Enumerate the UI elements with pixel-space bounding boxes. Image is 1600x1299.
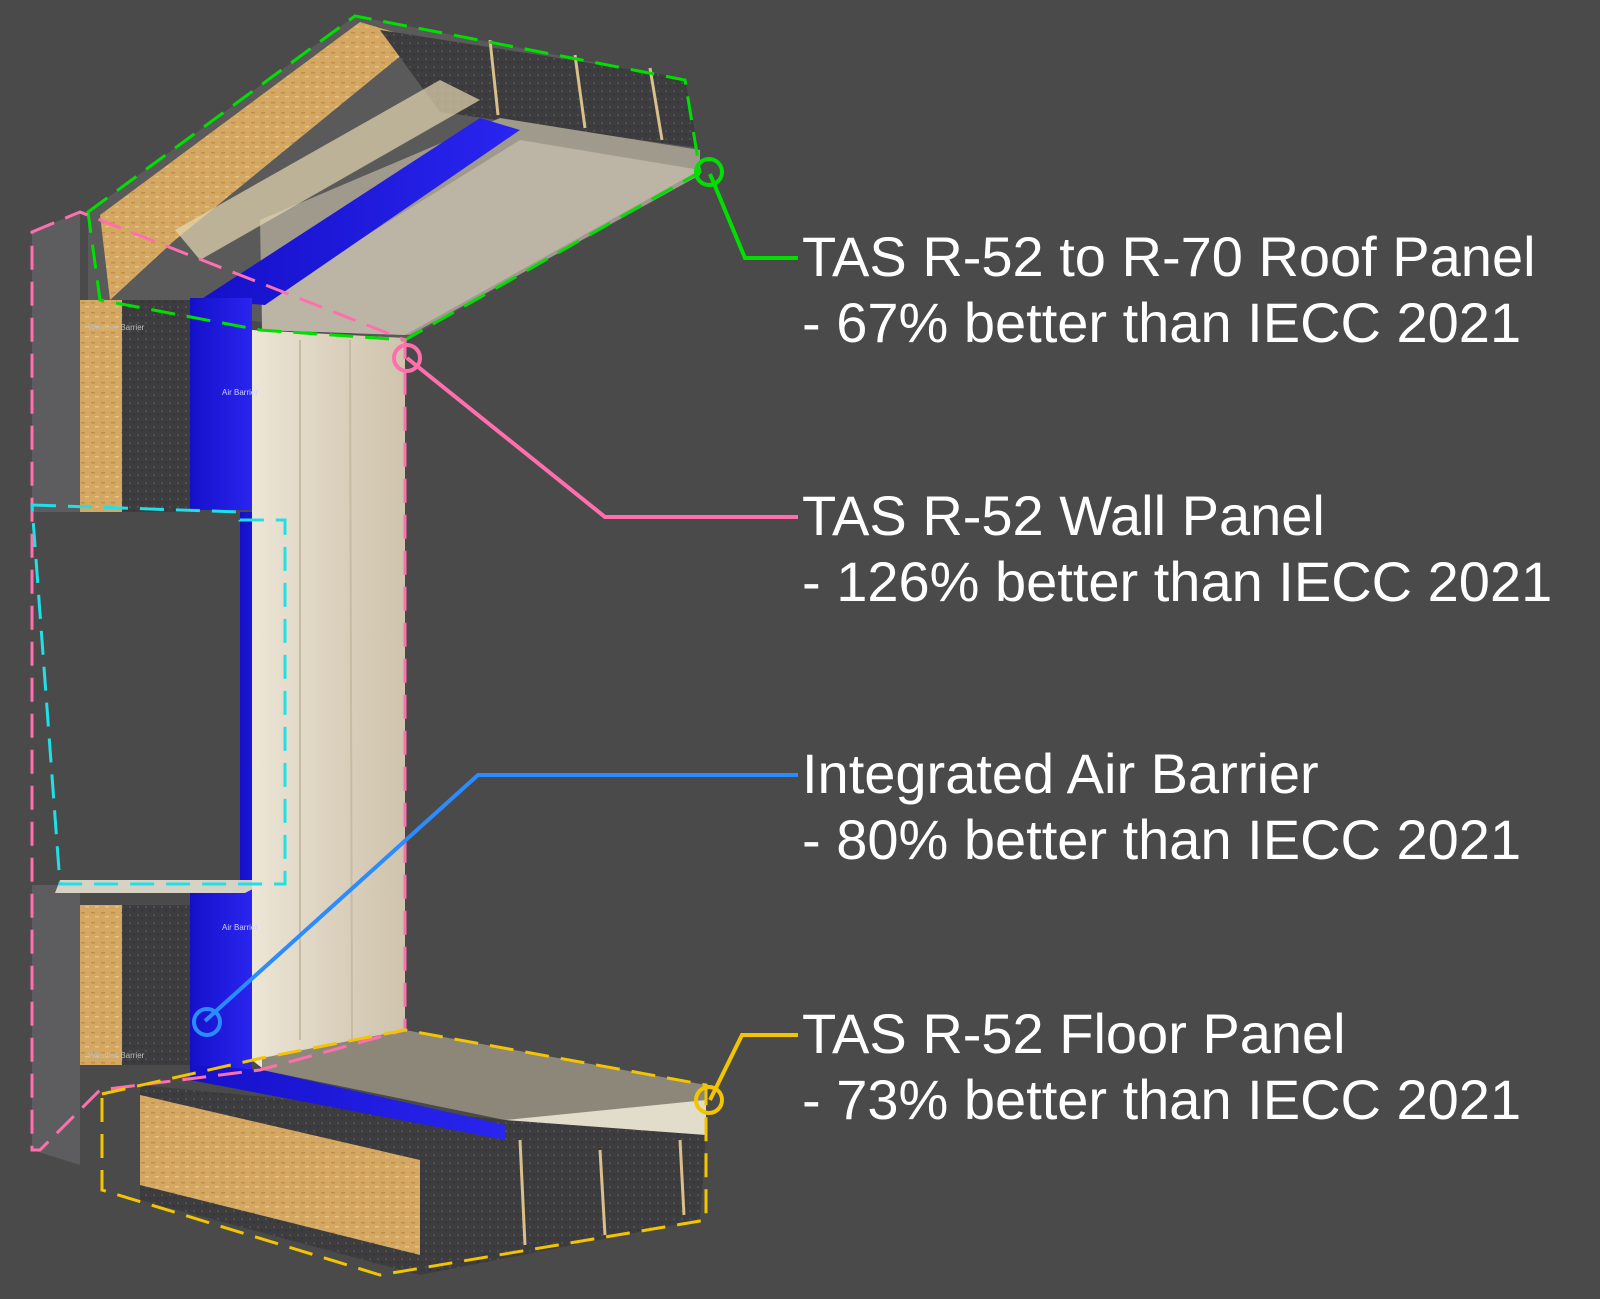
air-barrier-text: Air Barrier — [222, 388, 258, 397]
roof-marker — [694, 157, 724, 187]
wall-callout-title: TAS R-52 Wall Panel — [802, 484, 1325, 547]
roof-callout-title: TAS R-52 to R-70 Roof Panel — [802, 225, 1536, 288]
weather-barrier-text: Weather Barrier — [88, 323, 145, 332]
roof-leader-line — [708, 173, 798, 260]
wall-callout: TAS R-52 Wall Panel - 126% better than I… — [802, 483, 1552, 615]
floor-leader-line — [708, 1033, 798, 1101]
air-barrier-callout-title: Integrated Air Barrier — [802, 742, 1319, 805]
wall-marker — [392, 343, 422, 373]
weather-barrier-text: Weather Barrier — [88, 1051, 145, 1060]
air-barrier-callout: Integrated Air Barrier - 80% better than… — [802, 741, 1521, 873]
leader-lines — [203, 173, 798, 1101]
floor-callout-title: TAS R-52 Floor Panel — [802, 1002, 1346, 1065]
upper-wall-layers — [32, 212, 252, 512]
callout-markers — [192, 157, 724, 1115]
wall-leader-line — [405, 356, 798, 519]
roof-callout-subtitle: - 67% better than IECC 2021 — [802, 291, 1522, 354]
air-barrier-marker — [192, 1007, 222, 1037]
floor-panel — [140, 1030, 706, 1275]
roof-outline — [86, 14, 702, 342]
membrane-labels: Air Barrier Air Barrier Weather Barrier … — [88, 323, 258, 1060]
outline-group — [30, 14, 708, 1277]
roof-callout: TAS R-52 to R-70 Roof Panel - 67% better… — [802, 224, 1536, 356]
clt-wall — [252, 330, 405, 1068]
air-barrier-leader-line — [203, 773, 798, 1023]
floor-callout-subtitle: - 73% better than IECC 2021 — [802, 1068, 1522, 1131]
floor-callout: TAS R-52 Floor Panel - 73% better than I… — [802, 1001, 1521, 1133]
window-outline — [30, 503, 287, 886]
air-barrier-text: Air Barrier — [222, 923, 258, 932]
wall-outline — [30, 210, 407, 1152]
wall-callout-subtitle: - 126% better than IECC 2021 — [802, 550, 1553, 613]
floor-outline — [100, 1028, 708, 1277]
air-barrier-callout-subtitle: - 80% better than IECC 2021 — [802, 808, 1522, 871]
floor-marker — [694, 1085, 724, 1115]
